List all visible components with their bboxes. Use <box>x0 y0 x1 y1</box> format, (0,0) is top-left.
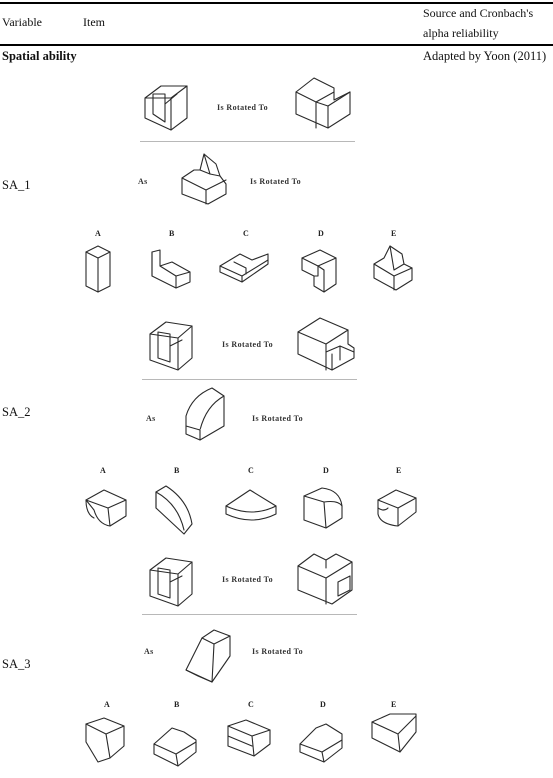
header-rule <box>0 44 553 46</box>
sa3-is-rotated-to-2: Is Rotated To <box>252 647 303 656</box>
column-header-item: Item <box>83 15 105 29</box>
item-id-sa3: SA_3 <box>2 657 31 671</box>
sa1-option-d-shape[interactable] <box>300 246 340 294</box>
sa1-option-e-label: E <box>391 229 397 238</box>
sa2-example-shape-right <box>297 317 355 371</box>
sa3-option-a-label: A <box>104 700 110 709</box>
column-header-source-line2: alpha reliability <box>423 26 499 40</box>
sa2-separator <box>142 379 357 380</box>
sa3-option-d-label: D <box>320 700 326 709</box>
sa2-target-shape[interactable] <box>184 386 228 442</box>
sa2-option-e-shape[interactable] <box>374 486 420 530</box>
sa3-target-shape[interactable] <box>184 626 234 684</box>
sa1-option-c-shape[interactable] <box>218 250 270 286</box>
sa1-separator <box>140 141 355 142</box>
sa1-option-a-shape[interactable] <box>84 244 114 294</box>
sa2-option-b-label: B <box>174 466 180 475</box>
sa3-is-rotated-to-1: Is Rotated To <box>222 575 273 584</box>
sa3-example-shape-left <box>149 557 193 607</box>
sa2-is-rotated-to-2: Is Rotated To <box>252 414 303 423</box>
item-id-sa2: SA_2 <box>2 405 31 419</box>
sa3-option-a-shape[interactable] <box>84 716 130 764</box>
sa1-option-b-label: B <box>169 229 175 238</box>
column-header-source-line1: Source and Cronbach's <box>423 6 534 20</box>
sa3-option-e-shape[interactable] <box>370 712 420 756</box>
sa1-option-b-shape[interactable] <box>150 248 194 290</box>
sa1-option-d-label: D <box>318 229 324 238</box>
sa3-option-e-label: E <box>391 700 397 709</box>
sa3-option-c-label: C <box>248 700 254 709</box>
sa3-as-label: As <box>144 647 154 656</box>
sa3-separator <box>142 614 357 615</box>
sa2-option-c-label: C <box>248 466 254 475</box>
sa1-as-label: As <box>138 177 148 186</box>
sa3-option-d-shape[interactable] <box>298 718 346 766</box>
sa2-example-shape-left <box>149 321 193 371</box>
sa3-option-c-shape[interactable] <box>226 716 274 760</box>
sa1-is-rotated-to-2: Is Rotated To <box>250 177 301 186</box>
column-header-variable: Variable <box>2 15 42 29</box>
sa3-option-b-shape[interactable] <box>152 720 200 770</box>
section-title: Spatial ability <box>2 49 77 63</box>
sa2-option-a-label: A <box>100 466 106 475</box>
sa3-option-b-label: B <box>174 700 180 709</box>
sa1-option-c-label: C <box>243 229 249 238</box>
sa1-option-a-label: A <box>95 229 101 238</box>
sa2-option-c-shape[interactable] <box>224 488 280 524</box>
sa2-option-d-shape[interactable] <box>302 484 346 532</box>
sa2-is-rotated-to-1: Is Rotated To <box>222 340 273 349</box>
sa2-option-d-label: D <box>323 466 329 475</box>
sa1-option-e-shape[interactable] <box>372 244 416 294</box>
sa1-target-shape <box>181 153 227 205</box>
sa1-is-rotated-to-1: Is Rotated To <box>217 103 268 112</box>
sa3-example-shape-right <box>297 553 353 605</box>
table-top-rule <box>0 2 553 4</box>
sa2-option-a-shape[interactable] <box>84 486 130 530</box>
sa1-example-shape-right <box>295 77 351 129</box>
sa2-option-b-shape[interactable] <box>154 482 196 538</box>
sa2-option-e-label: E <box>396 466 402 475</box>
sa2-as-label: As <box>146 414 156 423</box>
item-id-sa1: SA_1 <box>2 178 31 192</box>
sa1-example-shape-left <box>144 85 188 131</box>
section-source: Adapted by Yoon (2011) <box>423 49 547 63</box>
